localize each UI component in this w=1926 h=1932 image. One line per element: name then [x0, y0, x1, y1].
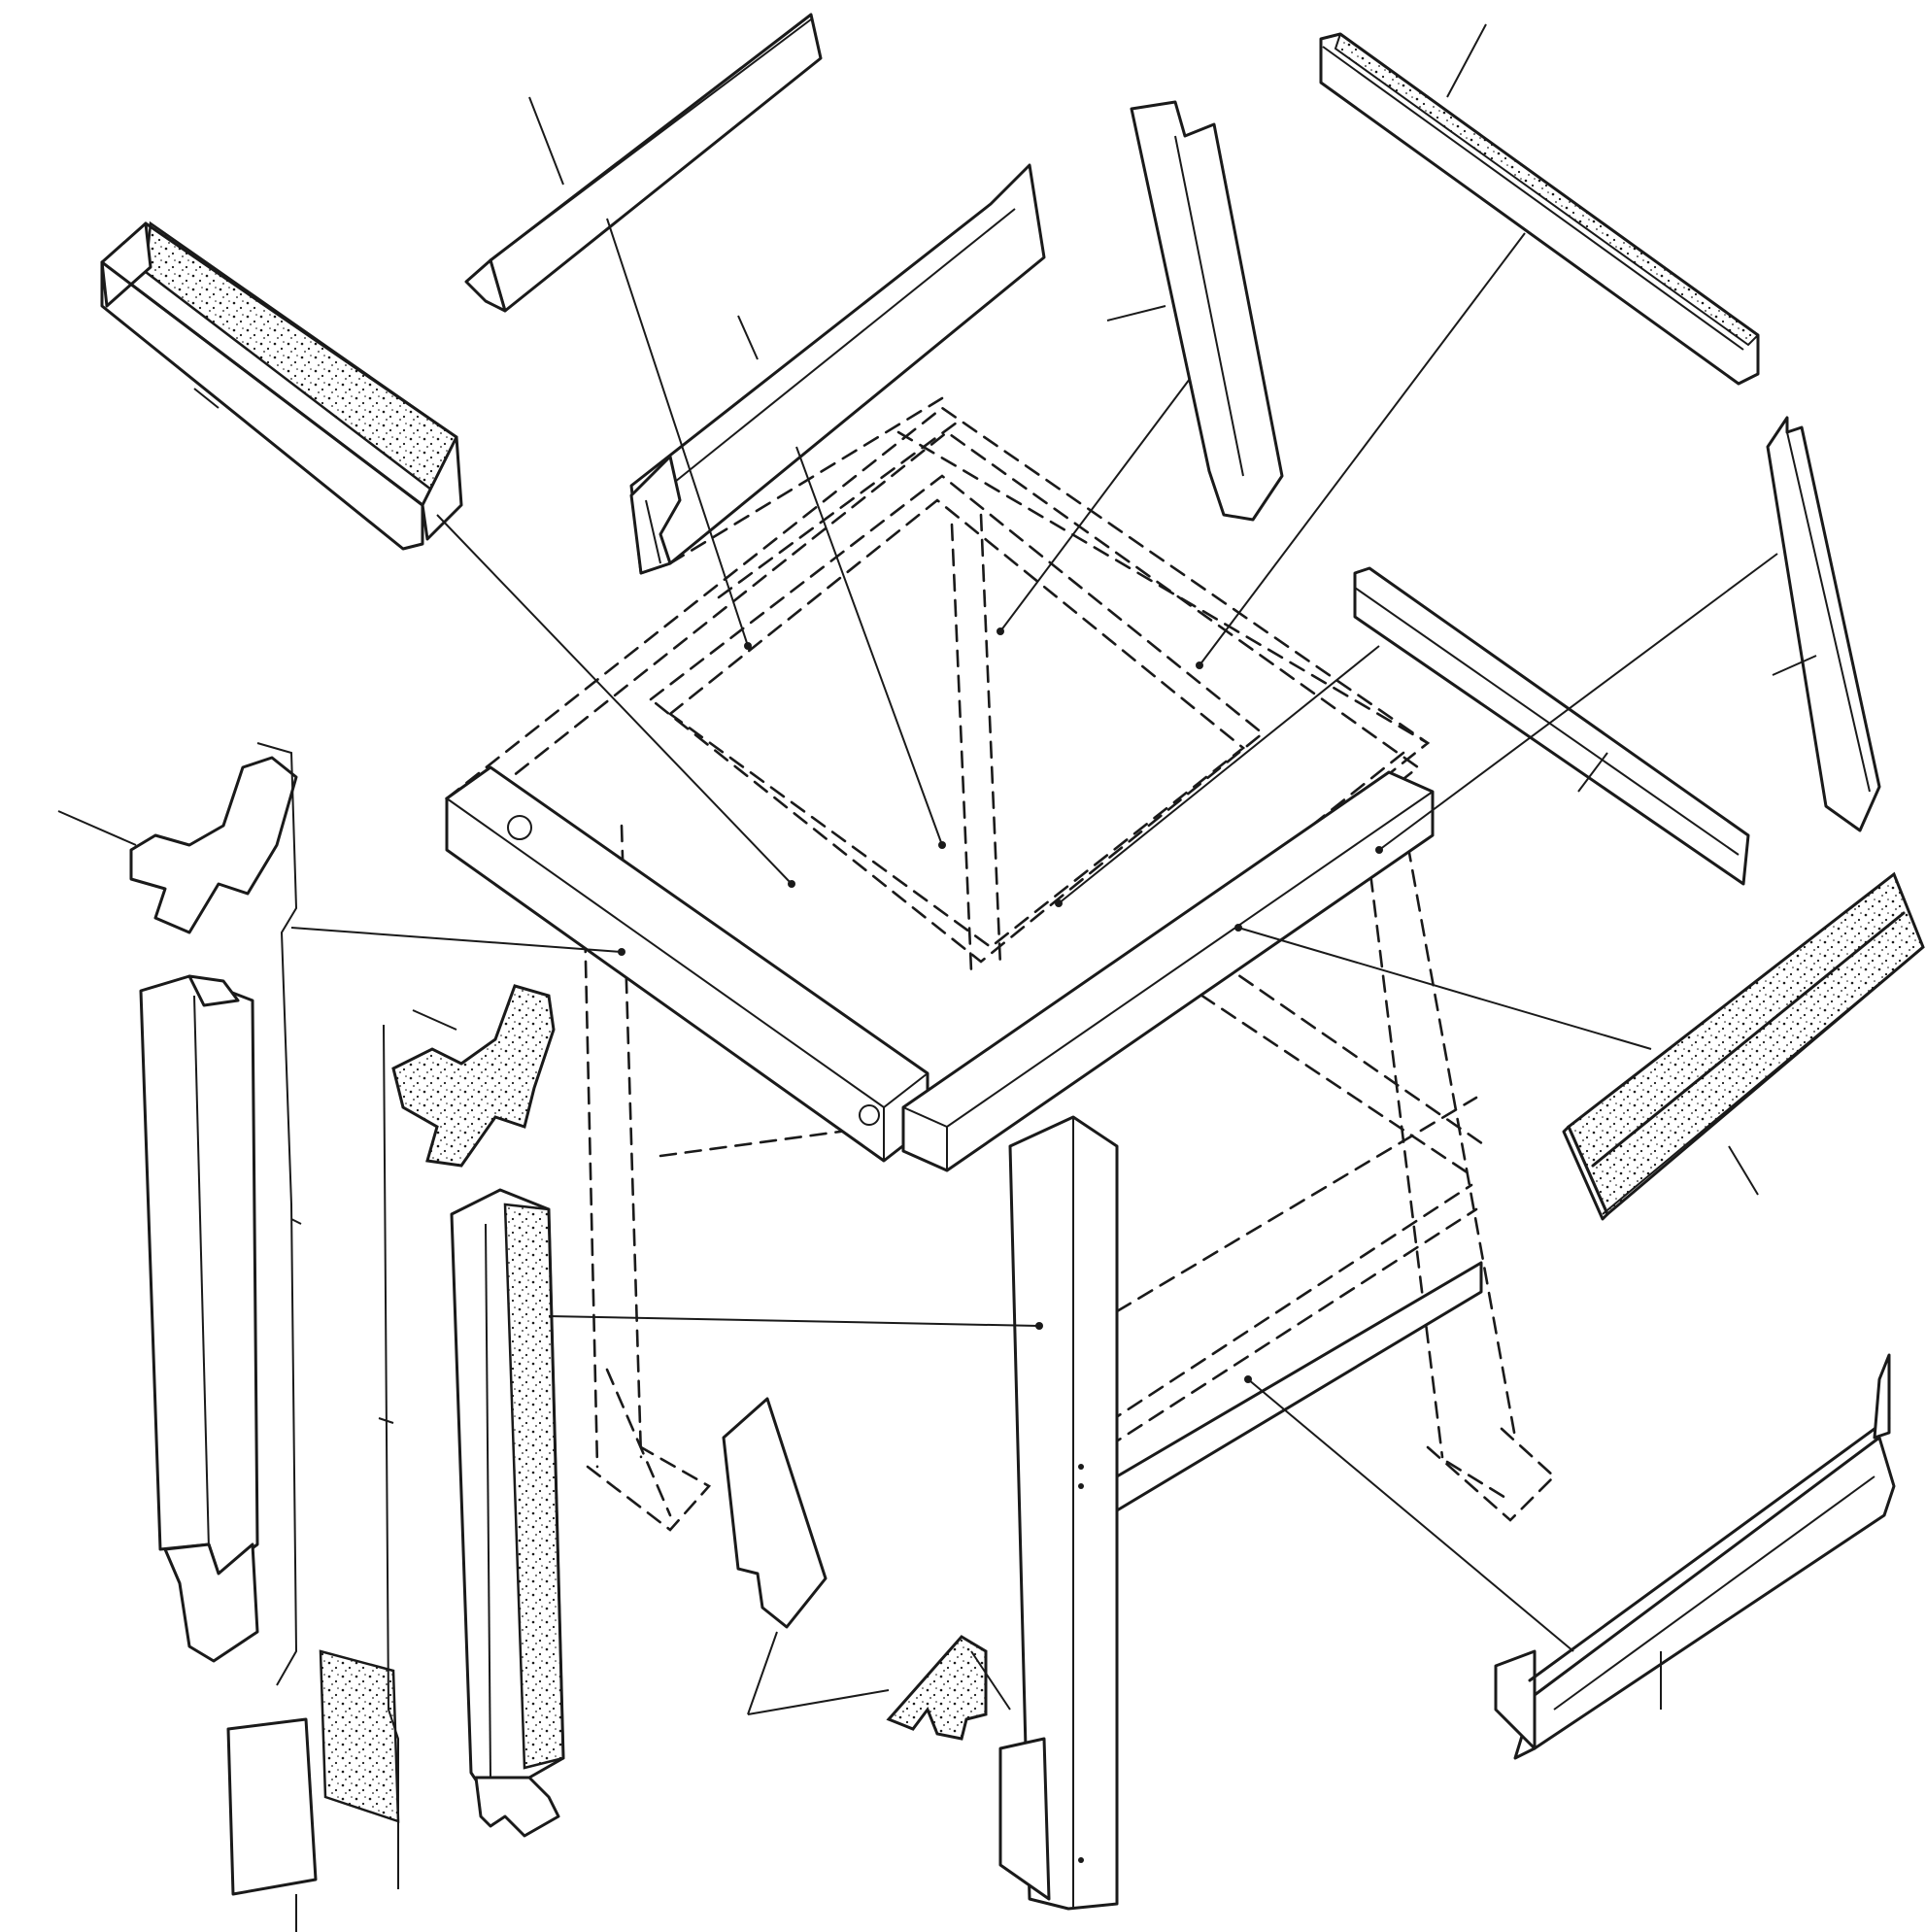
- leader-lines: [57, 23, 1817, 1932]
- top-left-channel: [100, 220, 463, 551]
- corner-bracket-left: [129, 756, 298, 934]
- top-rail-angle: [464, 13, 823, 313]
- front-lower-rail: [1115, 1261, 1483, 1512]
- right-upright-strip: [1766, 416, 1881, 832]
- mid-right-bar: [1353, 566, 1750, 886]
- right-angle-channel: [1562, 871, 1925, 1221]
- rear-post-trim: [1130, 100, 1284, 522]
- leader-dots: [618, 627, 1383, 1383]
- upper-side-trim: [629, 163, 1046, 575]
- top-right-rail: [1319, 32, 1760, 386]
- front-left-post: [139, 974, 259, 1663]
- corner-bracket-center: [391, 984, 556, 1168]
- frame-assembly-dashed: [444, 396, 1556, 1532]
- left-top-beam: [445, 765, 929, 1163]
- leg-gusset: [722, 1397, 828, 1629]
- small-stiffener: [886, 1635, 988, 1741]
- front-top-beam: [901, 770, 1435, 1172]
- foot-plate-left: [226, 1649, 400, 1896]
- front-center-leg: [998, 1115, 1119, 1911]
- lower-right-rail: [1494, 1353, 1896, 1760]
- front-center-post: [450, 1188, 565, 1838]
